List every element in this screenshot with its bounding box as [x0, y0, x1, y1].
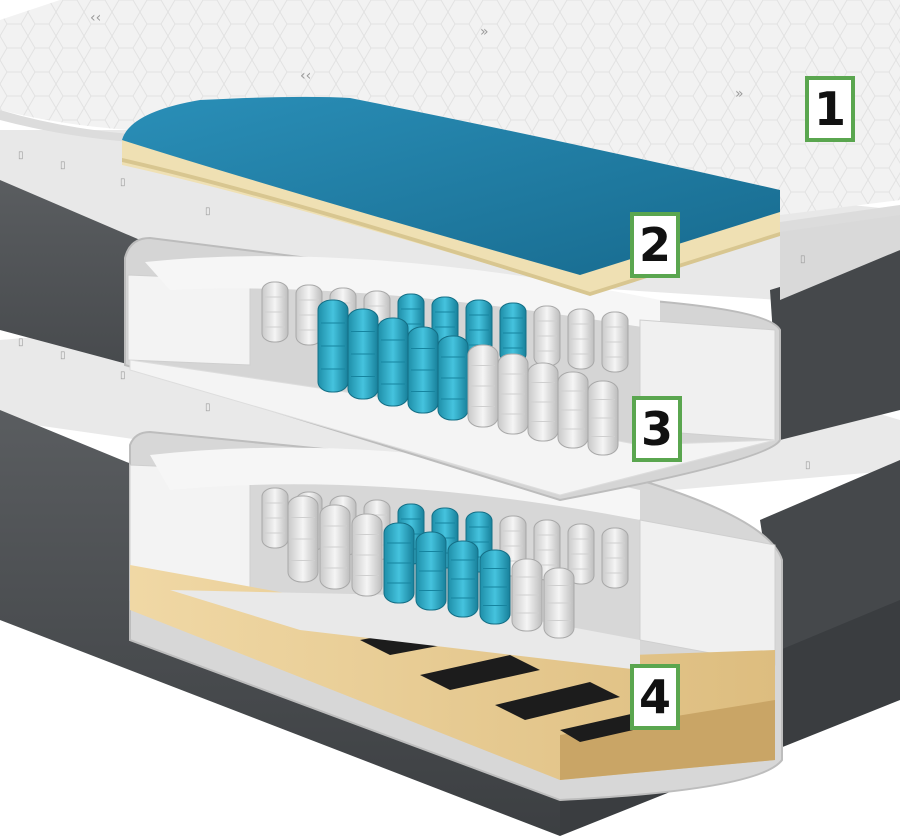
- upper-pocket-spring-marker: 3: [632, 396, 682, 462]
- svg-text:▯: ▯: [60, 350, 66, 361]
- svg-text:‹‹: ‹‹: [300, 68, 311, 84]
- comfort-foam-slab: [122, 96, 780, 296]
- svg-text:▯: ▯: [18, 150, 24, 161]
- svg-text:‹‹: ‹‹: [90, 10, 101, 26]
- svg-text:»: »: [735, 86, 744, 102]
- comfort-foam-marker: 2: [630, 212, 680, 278]
- topper-marker: 1: [805, 76, 855, 142]
- svg-text:▯: ▯: [805, 460, 811, 471]
- svg-text:▯: ▯: [205, 402, 211, 413]
- svg-text:▯: ▯: [60, 160, 66, 171]
- svg-text:▯: ▯: [800, 254, 806, 265]
- base-spring-marker: 4: [630, 664, 680, 730]
- svg-text:»: »: [480, 24, 489, 40]
- base-cutaway: [129, 430, 783, 802]
- svg-text:▯: ▯: [205, 206, 211, 217]
- upper-cutaway: [124, 236, 781, 502]
- svg-text:▯: ▯: [18, 337, 24, 348]
- svg-text:▯: ▯: [120, 177, 126, 188]
- svg-text:▯: ▯: [120, 370, 126, 381]
- topper: ‹‹ ‹‹ » »: [0, 0, 900, 232]
- strip-marks: ▯ ▯ ▯ ▯ ▯ ▯ ▯ ▯ ▯ ▯: [18, 150, 811, 471]
